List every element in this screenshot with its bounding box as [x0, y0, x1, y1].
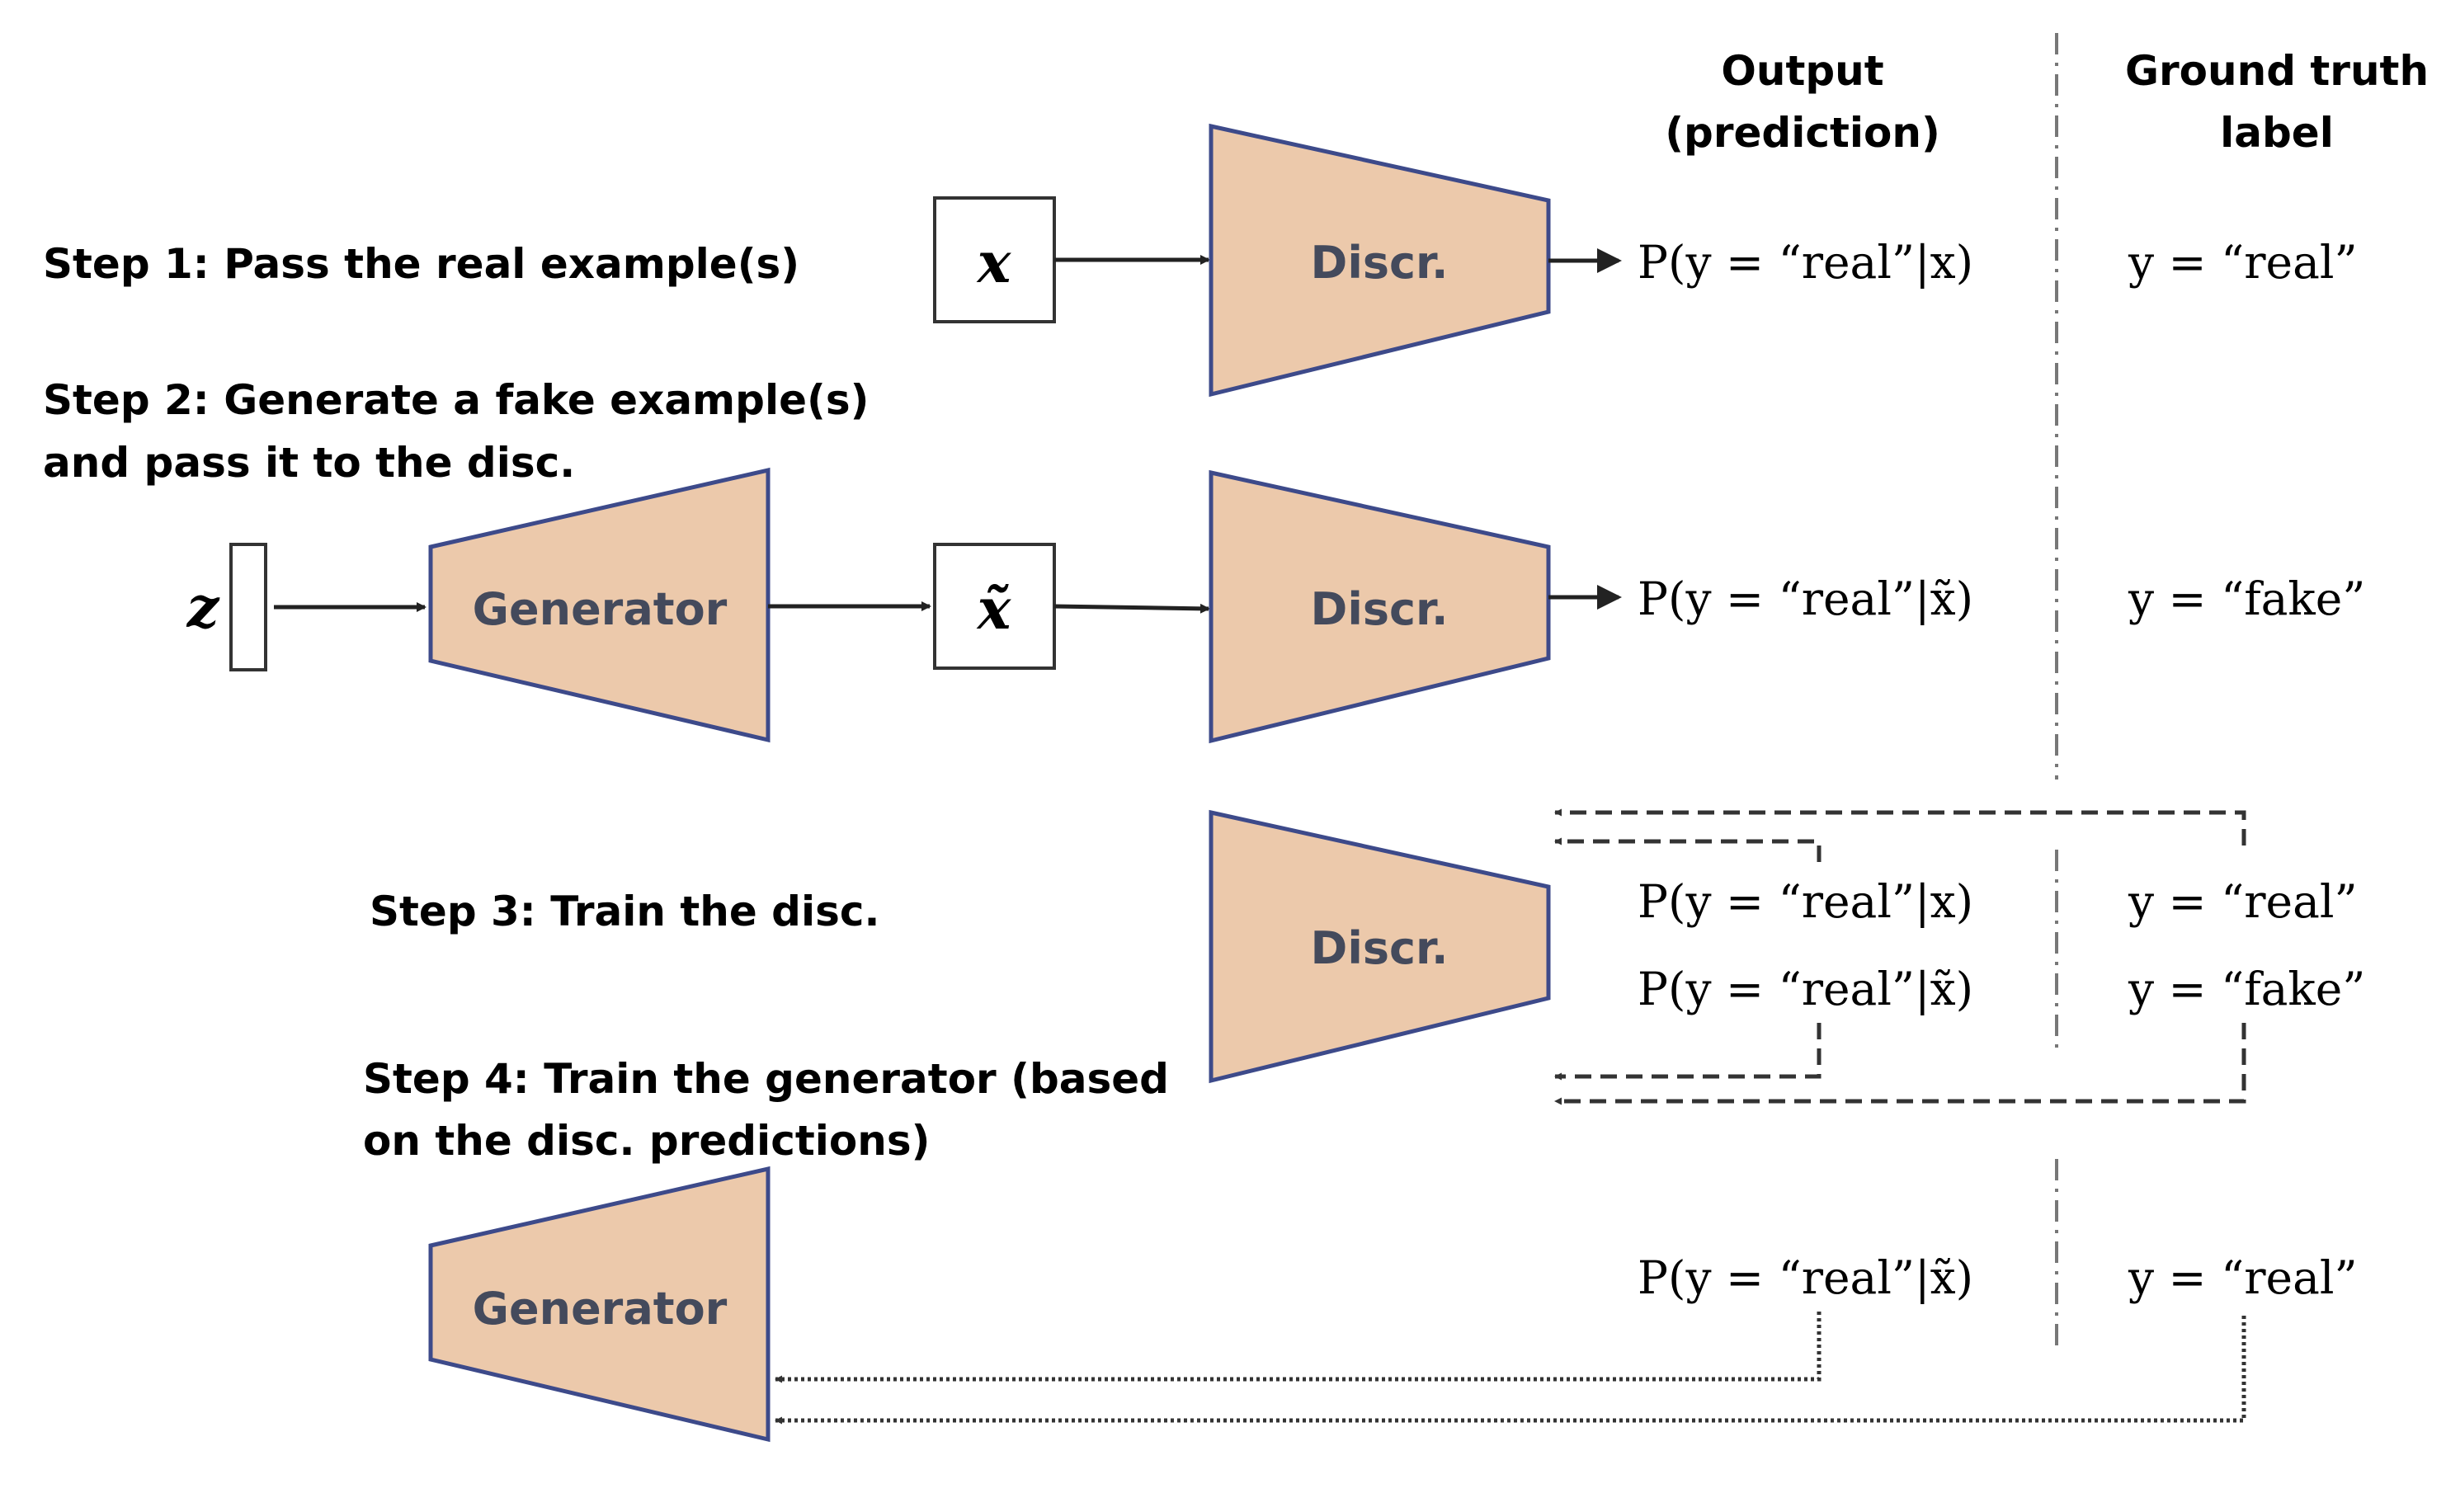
- prediction-fake-step3: P(y = “real”|x̃): [1638, 963, 1973, 1015]
- step4-text-line2: on the disc. predictions): [363, 1117, 930, 1165]
- gen-feedback-from-prediction: [775, 1312, 1822, 1383]
- label-fake-step2: y = “fake”: [2128, 572, 2365, 625]
- label-fake-step3: y = “fake”: [2128, 963, 2365, 1015]
- disc-feedback-inner-bottom: [1554, 1023, 1822, 1081]
- step2-text-line2: and pass it to the disc.: [43, 439, 575, 487]
- fake-example-box: [933, 543, 1056, 670]
- disc-feedback-outer-top: [1554, 808, 2246, 845]
- label-real-step1: y = “real”: [2128, 236, 2358, 289]
- step2-text-line1: Step 2: Generate a fake example(s): [43, 376, 869, 424]
- truth-header-line2: label: [2220, 109, 2334, 157]
- gen-feedback-from-label: [775, 1316, 2246, 1425]
- discriminator-step1: [1209, 123, 1551, 398]
- prediction-real-step1: P(y = “real”|x): [1638, 236, 1973, 289]
- step4-text-line1: Step 4: Train the generator (based: [363, 1055, 1169, 1103]
- discriminator-step3: [1209, 809, 1551, 1084]
- noise-vector-box: [229, 543, 267, 671]
- label-real-step3: y = “real”: [2128, 875, 2358, 928]
- fake-example-symbol: x̃: [976, 577, 1012, 643]
- prediction-fake-step2: P(y = “real”|x̃): [1638, 572, 1973, 625]
- real-example-symbol: x: [976, 230, 1012, 296]
- prediction-fake-step4: P(y = “real”|x̃): [1638, 1251, 1973, 1304]
- noise-symbol: z: [186, 575, 220, 641]
- step1-text: Step 1: Pass the real example(s): [43, 240, 799, 288]
- label-real-step4: y = “real”: [2128, 1251, 2358, 1304]
- discriminator-step2-label: Discr.: [1311, 583, 1449, 635]
- step3-text: Step 3: Train the disc.: [370, 888, 880, 935]
- discriminator-step3-label: Discr.: [1311, 922, 1449, 974]
- generator-step4: [428, 1166, 771, 1443]
- fake-to-disc-arrow: [1053, 603, 1210, 614]
- truth-header-line1: Ground truth: [2125, 47, 2429, 95]
- disc-feedback-inner-top: [1554, 837, 1822, 862]
- generator-step4-label: Generator: [473, 1283, 728, 1335]
- generator-step2: [428, 467, 771, 743]
- output-header-line1: Output: [1721, 47, 1883, 95]
- discriminator-step2: [1209, 469, 1551, 744]
- output-header-line2: (prediction): [1665, 109, 1940, 157]
- disc-feedback-outer-bottom: [1554, 1023, 2246, 1105]
- prediction-real-step3: P(y = “real”|x): [1638, 875, 1973, 928]
- discriminator-step1-label: Discr.: [1311, 237, 1449, 289]
- generator-step2-label: Generator: [473, 583, 728, 635]
